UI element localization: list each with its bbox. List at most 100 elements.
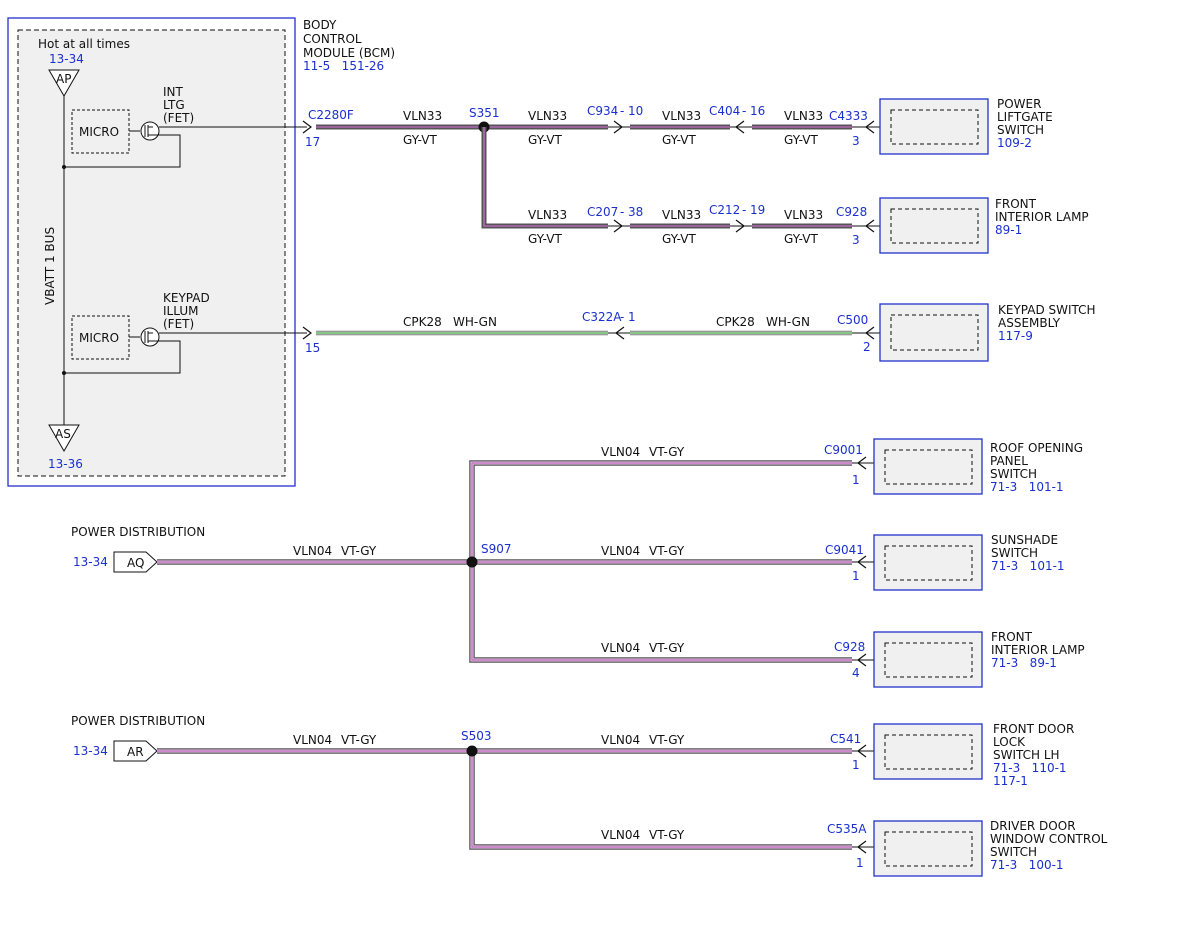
component-front-interior-lamp-top: FRONT INTERIOR LAMP 89-1 [879,197,1089,254]
front-lamp-mid-ref: 71-3 89-1 [991,656,1057,670]
keypad-illum-line1: KEYPAD [163,291,210,305]
keypad-illum-line2: ILLUM [163,304,198,318]
vln33-label-4: VLN33 [784,109,823,123]
c541-pin: 1 [852,758,860,772]
driver-window-ref: 71-3 100-1 [990,858,1064,872]
c934-label: C934 [587,104,618,118]
bcm-title-line2: CONTROL [303,32,362,46]
driver-window-line1: DRIVER DOOR [990,819,1076,833]
ar-ref: 13-34 [73,744,108,758]
bcm-title-line1: BODY [303,18,337,32]
c535a-pin: 1 [856,856,864,870]
component-front-door-lock-switch: FRONT DOOR LOCK SWITCH LH 71-3 110-1 117… [873,722,1074,788]
c4333-label: C4333 [829,109,868,123]
vln33-branch-wire [481,127,608,229]
roof-opening-line3: SWITCH [990,467,1037,481]
roof-opening-ref: 71-3 101-1 [990,480,1064,494]
front-lamp-mid-line2: INTERIOR LAMP [991,643,1085,657]
c2280f-label: C2280F [308,108,354,122]
front-lamp-top-ref: 89-1 [995,223,1022,237]
vt-gy-label-3: VT-GY [649,544,685,558]
front-door-lock-ref2: 117-1 [993,774,1028,788]
fet-upper-return [64,134,181,168]
bcm-title-line3: MODULE (BCM) [303,46,395,60]
c500-pin: 2 [863,340,871,354]
c928-top-pin: 3 [852,233,860,247]
c404-dash: - [742,104,746,118]
vln04-label-7: VLN04 [601,828,640,842]
vt-gy-label-1: VT-GY [341,544,377,558]
s351-label: S351 [469,106,500,120]
vln33-label-5: VLN33 [528,208,567,222]
c207-label: C207 [587,205,618,219]
c212-pin: 19 [750,203,765,217]
vln04-wire-s503-down [469,751,852,850]
c322a-label: C322A [582,310,622,324]
vt-gy-label-6: VT-GY [649,733,685,747]
c934-dash: - [620,104,624,118]
keypad-switch-line2: ASSEMBLY [998,316,1061,330]
c928-mid-label: C928 [834,640,865,654]
c212-arrow-icon [735,219,745,233]
c928-mid-arrow-icon [857,653,867,667]
keypad-switch-line1: KEYPAD SWITCH [998,303,1096,317]
pin15-arrow-icon [302,326,312,340]
vln04-label-4: VLN04 [601,641,640,655]
s503-splice-icon [466,745,478,757]
c928-top-arrow-icon [865,219,875,233]
c322a-dash: - [620,310,624,324]
gy-vt-label-7: GY-VT [784,232,818,246]
cpk28-circuit: 15 CPK28 WH-GN CPK28 WH-GN C322A - 1 C50… [302,310,880,355]
c541-arrow-icon [857,744,867,758]
fet-upper-icon [140,121,160,141]
fet-lower-return [64,340,181,374]
ap-triangle-icon [48,69,80,98]
c2280f-arrow-icon [302,120,312,134]
wh-gn-label-1: WH-GN [453,315,497,329]
sunshade-line2: SWITCH [991,546,1038,560]
s503-label: S503 [461,729,492,743]
bcm-outer-box [7,17,296,487]
front-lamp-mid-line1: FRONT [991,630,1033,644]
gy-vt-label-6: GY-VT [662,232,696,246]
component-driver-window-switch: DRIVER DOOR WINDOW CONTROL SWITCH 71-3 1… [873,819,1108,877]
gy-vt-label-5: GY-VT [528,232,562,246]
ar-connector-icon [113,740,158,762]
aq-ref: 13-34 [73,555,108,569]
vbatt-bus-label: VBATT 1 BUS [43,227,57,305]
vln04-label-6: VLN04 [601,733,640,747]
roof-opening-line1: ROOF OPENING [990,441,1083,455]
sunshade-ref: 71-3 101-1 [991,559,1065,573]
c541-label: C541 [830,732,861,746]
vln04-label-1: VLN04 [293,544,332,558]
driver-window-line2: WINDOW CONTROL [990,832,1108,846]
pin15-label: 15 [305,341,320,355]
roof-opening-line2: PANEL [990,454,1028,468]
gy-vt-label-1: GY-VT [403,133,437,147]
s907-splice-icon [466,556,478,568]
component-roof-opening-switch: ROOF OPENING PANEL SWITCH 71-3 101-1 [873,438,1083,495]
c207-dash: - [620,205,624,219]
liftgate-line1: POWER [997,97,1041,111]
component-sunshade-switch: SUNSHADE SWITCH 71-3 101-1 [873,533,1065,591]
front-door-lock-ref: 71-3 110-1 [993,761,1067,775]
ar-label: AR [127,745,144,759]
cpk28-label-2: CPK28 [716,315,755,329]
int-ltg-line1: INT [163,85,184,99]
aq-connector-icon [113,551,158,573]
c9001-pin: 1 [852,473,860,487]
c9041-label: C9041 [825,543,864,557]
as-label: AS [55,427,71,441]
front-door-lock-line2: LOCK [993,735,1026,749]
vln04-label-3: VLN04 [601,544,640,558]
power-dist-label-2: POWER DISTRIBUTION [71,714,205,728]
c322a-pin: 1 [628,310,636,324]
gy-vt-label-4: GY-VT [784,133,818,147]
bcm-module: BODY CONTROL MODULE (BCM) 11-5 151-26 Ho… [7,17,395,487]
vln04-label-2: VLN04 [601,445,640,459]
c207-arrow-icon [613,219,623,233]
aq-label: AQ [127,556,144,570]
liftgate-line2: LIFTGATE [997,110,1053,124]
c928-top-label: C928 [836,205,867,219]
